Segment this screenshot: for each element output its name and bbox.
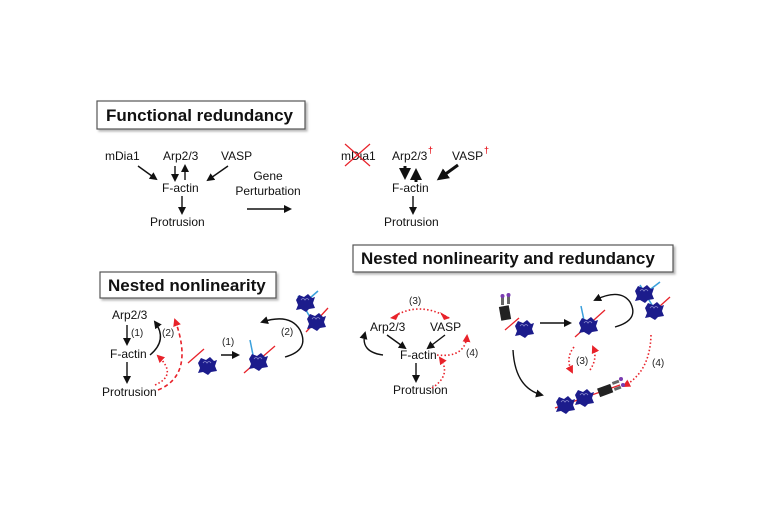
nnr-node-protrusion: Protrusion	[393, 383, 448, 397]
nn-cartoon-arrow-2	[260, 316, 304, 358]
nnr-arrow-vasp-factin	[426, 334, 446, 350]
pathway-after: mDia1 Arp2/3 † VASP † F-actin Protrusion	[341, 143, 489, 229]
network-protein-b-icon	[306, 312, 327, 332]
nested-nonlinearity-title-box	[99, 271, 277, 299]
node-arp23-up: Arp2/3	[392, 149, 428, 163]
nnr-arrow-arp23-self	[359, 331, 384, 356]
nnr-cartoon-red-4	[622, 334, 652, 387]
node-factin: F-actin	[162, 181, 199, 195]
nn-node-arp23: Arp2/3	[112, 308, 148, 322]
node-factin-after: F-actin	[392, 181, 429, 195]
nnr-label-4: (4)	[466, 348, 478, 359]
nnr-arrowhead-3b	[440, 312, 450, 320]
pathway-before: mDia1 Arp2/3 VASP F-actin Protrusion	[105, 149, 252, 229]
nnr-node-vasp: VASP	[430, 320, 461, 334]
nnr-arrow-arp23-factin	[386, 334, 407, 350]
nested-nonlinearity-panel: Nested nonlinearity Arp2/3 F-actin Protr…	[99, 271, 329, 399]
nnr-cartoon-label-3: (3)	[576, 356, 588, 367]
nnr-arrowhead-3a	[390, 312, 400, 320]
nnr-actin-filament	[504, 317, 520, 331]
nn-label-1: (1)	[131, 328, 143, 339]
nnr-arp23-protein-icon	[514, 319, 535, 339]
nnr-network-protein-a-icon	[634, 284, 655, 304]
nnr-cartoon-label-4: (4)	[652, 358, 664, 369]
nn-red-dashed-feedback	[157, 318, 183, 391]
transition-label-line2: Perturbation	[235, 184, 300, 198]
nnr-red-dotted-4b	[431, 356, 447, 389]
node-arp23: Arp2/3	[163, 149, 199, 163]
nn-cartoon: (1) (2)	[187, 290, 329, 376]
arrow-vasp-factin	[206, 165, 229, 182]
arp23-protein-icon	[197, 356, 218, 376]
nnr-elongation-complex-icon	[597, 377, 625, 398]
functional-redundancy-panel: Functional redundancy mDia1 Arp2/3 VASP …	[96, 100, 489, 229]
nn-cartoon-label-1: (1)	[222, 337, 234, 348]
nn-node-protrusion: Protrusion	[102, 385, 157, 399]
upregulated-marker-arp23: †	[428, 145, 433, 155]
nn-cartoon-label-2: (2)	[281, 327, 293, 338]
nn-label-2: (2)	[162, 328, 174, 339]
nnr-chain-protein-a-icon	[555, 395, 576, 415]
formin-vasp-complex-icon	[498, 293, 512, 321]
node-vasp-up: VASP	[452, 149, 483, 163]
knockout-cross-b	[344, 143, 371, 167]
nnr-node-arp23: Arp2/3	[370, 320, 406, 334]
functional-redundancy-title: Functional redundancy	[106, 106, 294, 125]
arrow-mdia1-factin	[137, 165, 158, 181]
nnr-cartoon-red-3a	[565, 346, 575, 374]
branched-arp23-protein-icon	[248, 352, 269, 372]
node-protrusion-after: Protrusion	[384, 215, 439, 229]
nnr-red-dotted-3	[391, 308, 450, 319]
node-protrusion: Protrusion	[150, 215, 205, 229]
thick-arrow-vasp-factin	[436, 163, 459, 181]
nn-node-factin: F-actin	[110, 347, 147, 361]
nested-nonlinearity-redundancy-panel: Nested nonlinearity and redundancy (3) A…	[352, 244, 674, 415]
nnr-node-factin: F-actin	[400, 348, 437, 362]
nnr-label-3: (3)	[409, 296, 421, 307]
functional-redundancy-title-box	[96, 100, 306, 130]
transition-label-line1: Gene	[253, 169, 283, 183]
nnr-cartoon-arrow-down	[512, 349, 544, 398]
node-vasp: VASP	[221, 149, 252, 163]
nnr-title: Nested nonlinearity and redundancy	[361, 249, 655, 268]
nnr-red-dotted-4	[436, 334, 471, 357]
actin-filament	[187, 348, 205, 364]
nested-nonlinearity-title: Nested nonlinearity	[108, 276, 266, 295]
nnr-cartoon-red-3b	[589, 345, 600, 371]
nnr-title-box	[352, 244, 674, 273]
nnr-chain-protein-b-icon	[574, 388, 595, 408]
nnr-cartoon-arrow-loop	[593, 293, 634, 328]
node-mdia1: mDia1	[105, 149, 140, 163]
upregulated-marker-vasp: †	[484, 145, 489, 155]
nn-red-dotted-feedback	[154, 354, 169, 386]
nn-arrow-factin-arp23	[149, 320, 162, 356]
nnr-cartoon: (3) (4)	[498, 281, 671, 415]
